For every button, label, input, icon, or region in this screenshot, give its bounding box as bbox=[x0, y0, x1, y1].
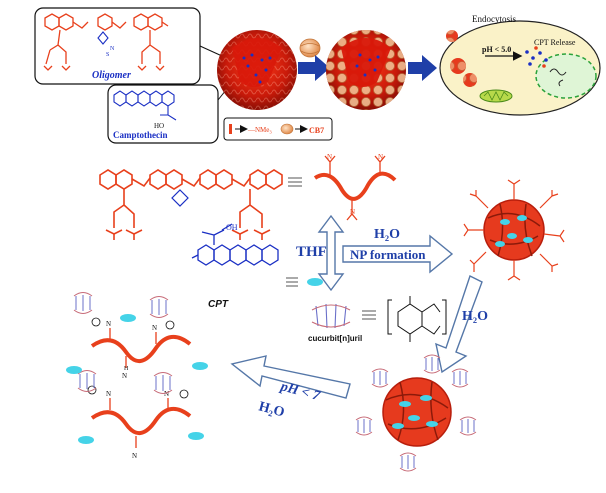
cb-ring-group-2 bbox=[451, 368, 469, 388]
released-oligomer-upper: N N N H bbox=[90, 317, 192, 380]
cartoon-n-label-3: N bbox=[378, 153, 383, 161]
ph7-arrow: pH < 7 H₂O bbox=[230, 355, 351, 421]
cpt-label: CPT bbox=[208, 299, 229, 310]
benzothiadiazole-unit bbox=[97, 31, 109, 45]
equals-sign-3 bbox=[362, 310, 376, 320]
mitochondrion bbox=[479, 89, 513, 103]
legend-red-bar bbox=[229, 124, 232, 134]
cpt-dots bbox=[242, 53, 272, 84]
nucleus bbox=[535, 53, 597, 99]
ammonium-n-5: N bbox=[164, 390, 169, 398]
ammonium-n-6: N bbox=[132, 452, 137, 460]
released-cpt bbox=[525, 50, 548, 66]
oligomer-full-structure bbox=[99, 169, 283, 240]
ph-label: pH < 5.0 bbox=[482, 45, 511, 54]
nanoparticle-top-right bbox=[463, 179, 565, 281]
h2o-label: H₂O bbox=[374, 227, 400, 242]
oligomer-callout-line bbox=[199, 45, 223, 57]
ammonium-n-1: N bbox=[106, 320, 111, 328]
free-cb-2 bbox=[149, 296, 169, 318]
released-oligomer-lower: N N N bbox=[87, 385, 192, 460]
endosome-1 bbox=[450, 58, 466, 74]
legend-cb-ball bbox=[280, 123, 294, 135]
cb-ring-group-1 bbox=[371, 368, 389, 388]
cpt-oh-label: OH bbox=[226, 223, 238, 232]
ammonium-n-2: N bbox=[152, 324, 157, 332]
legend-cb7-label: CB7 bbox=[309, 126, 324, 135]
oligomer-label: Oligomer bbox=[92, 70, 131, 81]
thf-label: THF bbox=[296, 244, 327, 260]
equals-sign-1 bbox=[288, 177, 302, 187]
thf-h2o-cross-arrow: THF H₂O NP formation bbox=[296, 214, 454, 292]
oligomer-red-structure bbox=[43, 13, 169, 71]
cell-diagram: pH < 5.0 CPT Release bbox=[439, 20, 601, 116]
nanoparticle-1 bbox=[217, 30, 297, 110]
ph7-h2o-label: H₂O bbox=[257, 399, 286, 420]
free-cb-3 bbox=[77, 370, 97, 392]
ammonium-n-3: N bbox=[122, 372, 127, 380]
ammonium-n-4: N bbox=[106, 390, 111, 398]
cucurbituril-label: cucurbit[n]uril bbox=[308, 334, 362, 343]
arrow-1 bbox=[298, 55, 330, 81]
cpt-structure bbox=[191, 223, 279, 266]
cb-ring-group-4 bbox=[355, 416, 373, 436]
camptothecin-blue-structure bbox=[113, 90, 177, 121]
oligomer-cartoon: N N N bbox=[313, 153, 397, 221]
arrow-2 bbox=[408, 55, 437, 81]
cb7-ball-top bbox=[299, 38, 321, 58]
cartoon-n-label-2: N bbox=[350, 208, 355, 216]
equals-sign-2 bbox=[286, 277, 298, 287]
free-cb-groups bbox=[73, 292, 173, 394]
free-cpt-ellipses bbox=[66, 314, 208, 444]
btd-unit-main bbox=[171, 189, 189, 207]
camptothecin-label: Camptothecin bbox=[113, 130, 168, 140]
cb-ring-group-5 bbox=[399, 452, 417, 472]
svg-text:N: N bbox=[110, 46, 115, 52]
free-cb-4 bbox=[153, 372, 173, 394]
camptothecin-oh-label: HO bbox=[154, 122, 164, 130]
cpt-ellipse-symbol bbox=[307, 278, 323, 286]
free-cb-1 bbox=[73, 292, 93, 314]
cartoon-n-label-1: N bbox=[327, 153, 332, 161]
cb-ring-group-3 bbox=[459, 416, 477, 436]
oligomer-structure-box: N S Oligomer bbox=[34, 7, 201, 85]
cb-cartoon bbox=[311, 303, 351, 329]
nanoparticle-2 bbox=[326, 30, 406, 110]
ammonium-h-1: H bbox=[124, 366, 129, 372]
np-formation-label: NP formation bbox=[350, 247, 426, 262]
camptothecin-structure-box: Camptothecin HO bbox=[107, 84, 219, 144]
endosome-2 bbox=[463, 73, 477, 87]
cb-ring-group-6 bbox=[423, 354, 441, 374]
endocytosis-label: Endocytosis bbox=[472, 14, 516, 24]
endosome-outside bbox=[446, 30, 458, 42]
legend-nme3-label: —NMe₃ bbox=[247, 126, 272, 134]
cb-monomer-structure bbox=[387, 296, 447, 342]
h2o-down-arrow: H₂O bbox=[435, 275, 488, 374]
legend-box: —NMe₃ CB7 bbox=[223, 117, 333, 141]
cpt-release-label: CPT Release bbox=[534, 38, 576, 47]
h2o-down-label: H₂O bbox=[462, 309, 488, 324]
svg-text:S: S bbox=[106, 52, 109, 58]
nanoparticle-cb-complex bbox=[355, 354, 477, 472]
